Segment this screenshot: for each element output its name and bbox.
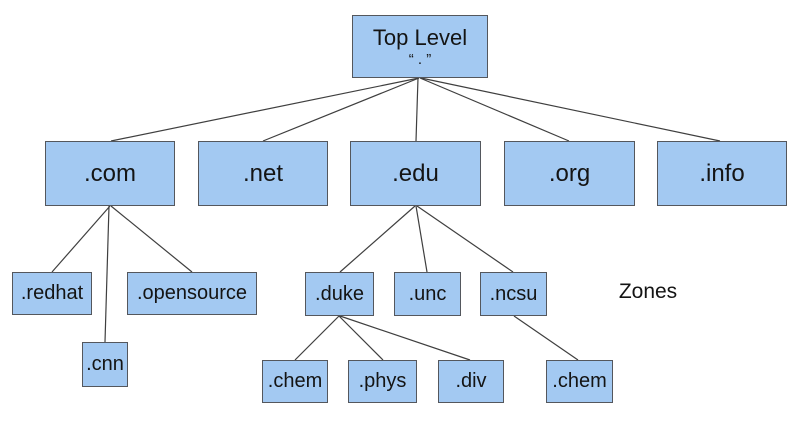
edge-top-org [419, 77, 570, 142]
edge-edu-duke [339, 205, 416, 273]
zones-label: Zones [618, 280, 678, 303]
node-com-label: .com [83, 159, 136, 187]
node-duke: .duke [305, 272, 374, 316]
edge-duke-phys [338, 315, 384, 361]
node-duke-div: .div [438, 360, 504, 403]
node-ncsu-chem-label: .chem [552, 370, 607, 392]
node-duke-chem-label: .chem [267, 370, 323, 392]
edge-duke-chem [294, 315, 340, 361]
node-edu-label: .edu [392, 159, 439, 187]
edge-ncsu-chem [513, 315, 579, 361]
edge-edu-unc [415, 205, 428, 273]
node-net: .net [198, 141, 328, 206]
edge-com-cnn [104, 205, 110, 343]
node-duke-phys-label: .phys [358, 370, 407, 392]
node-top-level-label: Top Level [372, 24, 468, 50]
node-com: .com [45, 141, 175, 206]
node-info: .info [657, 141, 787, 206]
node-cnn-label: .cnn [86, 353, 124, 375]
edge-com-opensource [110, 205, 193, 273]
node-ncsu-chem: .chem [546, 360, 613, 403]
node-duke-chem: .chem [262, 360, 328, 403]
node-net-label: .net [242, 159, 284, 187]
edge-edu-ncsu [416, 205, 514, 273]
node-unc: .unc [394, 272, 461, 316]
node-ncsu: .ncsu [480, 272, 547, 316]
node-opensource-label: .opensource [136, 282, 248, 304]
edge-com-redhat [51, 205, 111, 273]
node-top-level: Top Level “ . ” [352, 15, 488, 78]
node-edu: .edu [350, 141, 481, 206]
edge-duke-div [339, 315, 471, 361]
edge-top-net [262, 77, 420, 142]
node-cnn: .cnn [82, 342, 128, 387]
node-ncsu-label: .ncsu [489, 282, 538, 305]
edge-top-info [420, 77, 721, 142]
node-redhat: .redhat [12, 272, 92, 315]
node-org: .org [504, 141, 635, 206]
node-duke-div-label: .div [455, 370, 487, 392]
node-top-level-root-dot: “ . ” [408, 51, 432, 69]
node-info-label: .info [699, 159, 745, 187]
node-opensource: .opensource [127, 272, 257, 315]
node-unc-label: .unc [408, 282, 447, 305]
node-duke-label: .duke [315, 282, 364, 305]
edge-top-edu [415, 77, 419, 142]
node-duke-phys: .phys [348, 360, 417, 403]
edge-top-com [110, 77, 420, 142]
node-redhat-label: .redhat [20, 282, 84, 304]
node-org-label: .org [548, 159, 591, 187]
